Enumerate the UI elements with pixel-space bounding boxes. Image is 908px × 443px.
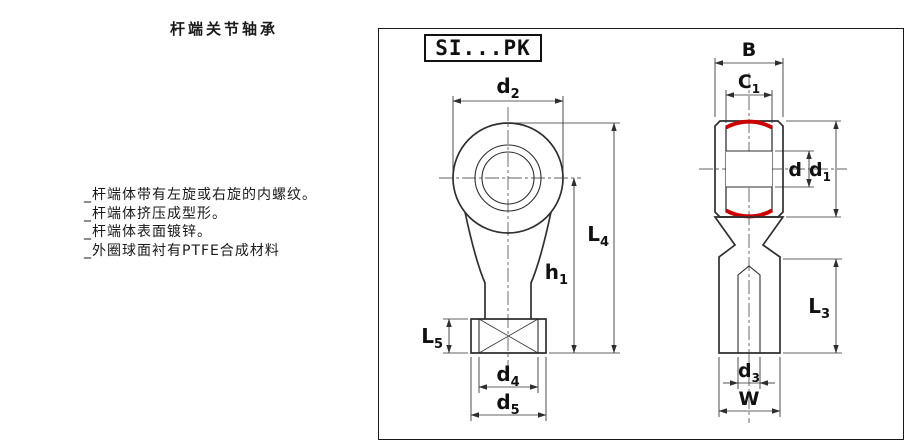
dim-L4: L4 [512,122,620,354]
flat-face-diagonal [478,318,539,354]
body-right-edge [530,211,552,319]
technical-drawing: SI...PK d2 [421,34,847,423]
dim-C1: C1 [725,71,773,123]
model-label: SI...PK [435,36,531,60]
dim-B: B [714,39,784,117]
dim-label-L3: L3 [808,294,830,322]
dim-d5: d5 [470,357,547,421]
dim-label-B: B [742,39,756,61]
body-left-edge [464,211,486,319]
side-view [699,73,847,423]
bore-contour [481,151,535,205]
ball-contour [474,144,542,212]
bore-opening [726,151,772,187]
page-title: 杆端关节轴承 [170,20,279,38]
dim-label-d1: d1 [809,159,831,184]
dim-label-d2: d2 [496,74,519,102]
dim-W: W [718,357,781,417]
shank-section [713,216,785,354]
features-list: _杆端体带有左旋或右旋的内螺纹。 _杆端体挤压成型形。 _杆端体表面镀锌。 _外… [84,186,317,260]
dim-d3: d3 [723,357,775,389]
dim-label-h1: h1 [545,260,568,288]
feature-item: _杆端体表面镀锌。 [84,224,212,240]
feature-item: _外圈球面衬有PTFE合成材料 [84,242,280,259]
feature-item: _杆端体挤压成型形。 [84,205,227,222]
dim-label-W: W [739,388,760,410]
eye-outer-contour [452,122,564,234]
ptfe-seal-top [725,119,773,130]
dim-h1: h1 [545,177,577,354]
dim-label-d4: d4 [496,362,519,390]
dim-L5: L5 [421,318,468,354]
collar-outline [470,318,547,354]
front-view [439,107,581,367]
dim-label-d: d [788,159,802,181]
dim-d4: d4 [478,357,539,393]
dim-L3: L3 [783,258,842,354]
dim-d2: d2 [452,74,564,174]
dim-label-d3: d3 [738,360,760,385]
drawing-frame: SI...PK d2 [378,28,904,440]
feature-item: _杆端体带有左旋或右旋的内螺纹。 [84,187,317,203]
threaded-hole [737,265,761,353]
dim-label-L5: L5 [421,324,443,352]
dim-label-d5: d5 [496,390,519,418]
model-label-box: SI...PK [424,34,542,62]
dim-d1: d1 [786,120,841,218]
dim-label-C1: C1 [738,71,760,96]
dim-d: d [775,150,814,188]
dim-label-L4: L4 [587,222,609,250]
